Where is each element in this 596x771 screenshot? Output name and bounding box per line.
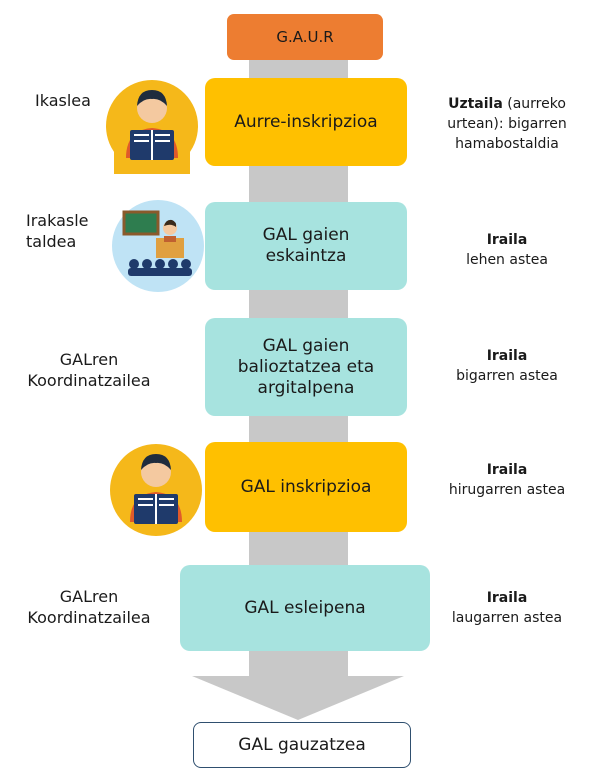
date-label-4: Iraila hirugarren astea	[422, 460, 592, 500]
step-box-aurre-inskripzioa: Aurre-inskripzioa	[205, 78, 407, 166]
actor-label-3: GALren Koordinatzailea	[27, 350, 151, 390]
step-box-gal-gaien-balioztatzea: GAL gaien balioztatzea eta argitalpena	[205, 318, 407, 416]
step-box-gal-inskripzioa: GAL inskripzioa	[205, 442, 407, 532]
date-month-5: Iraila	[486, 590, 528, 606]
step-box-gal-gaien-eskaintza: GAL gaien eskaintza	[205, 202, 407, 290]
date-detail-1: (aurreko urtean): bigarren hamabostaldia	[447, 96, 567, 152]
date-month-2: Iraila	[486, 232, 528, 248]
actor-label-1: Ikaslea	[35, 91, 91, 110]
teacher-classroom-icon	[112, 200, 204, 292]
date-detail-4: hirugarren astea	[448, 482, 566, 498]
date-label-2: Iraila lehen astea	[422, 230, 592, 270]
date-month-4: Iraila	[486, 462, 528, 478]
date-detail-2: lehen astea	[466, 252, 548, 268]
date-label-3: Iraila bigarren astea	[422, 346, 592, 386]
step-box-gal-esleipena: GAL esleipena	[180, 565, 430, 651]
date-label-1: Uztaila (aurreko urtean): bigarren hamab…	[422, 94, 592, 154]
timeline-arrow-head	[192, 676, 404, 720]
date-month-3: Iraila	[486, 348, 528, 364]
student-reading-icon	[106, 80, 198, 174]
actor-label-5: GALren Koordinatzailea	[27, 587, 151, 627]
date-detail-3: bigarren astea	[456, 368, 558, 384]
date-detail-5: laugarren astea	[451, 610, 563, 626]
date-label-5: Iraila laugarren astea	[422, 588, 592, 628]
date-month-1: Uztaila	[448, 96, 503, 112]
actor-label-2: Irakasle taldea	[26, 211, 89, 251]
final-box-gal-gauzatzea: GAL gauzatzea	[193, 722, 411, 768]
student-reading-icon	[110, 444, 202, 536]
gaur-header-box: G.A.U.R	[227, 14, 383, 60]
